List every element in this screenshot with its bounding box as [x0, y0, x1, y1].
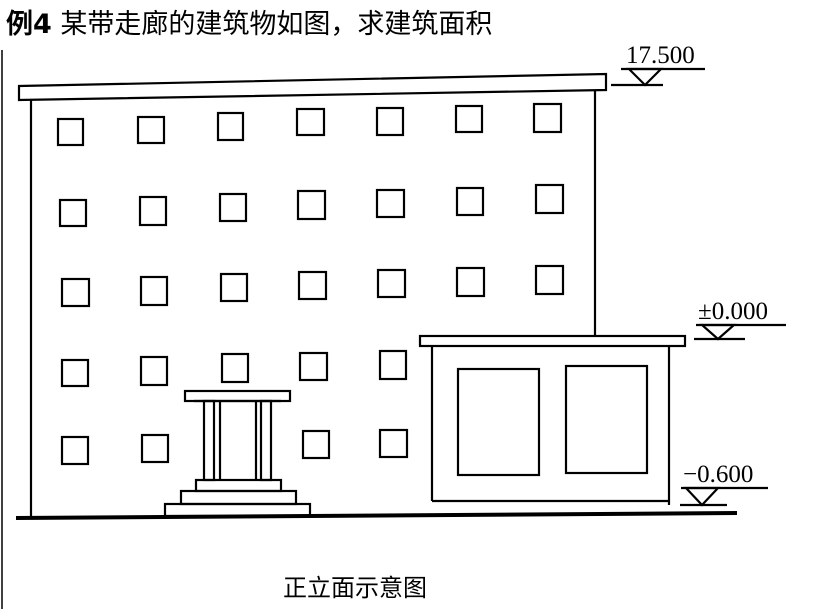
canopy: [183, 389, 292, 403]
column-right: [259, 399, 273, 482]
corridor-annex: [418, 334, 687, 505]
level-marker-top: [611, 67, 705, 87]
window: [378, 428, 409, 459]
annex-roof: [418, 334, 687, 348]
window: [216, 111, 245, 142]
window: [297, 270, 328, 301]
window: [378, 349, 408, 381]
ground-line: [15, 511, 738, 520]
window: [375, 106, 405, 137]
window: [139, 275, 169, 307]
example-label: 例4: [6, 9, 52, 40]
window: [60, 358, 90, 388]
window: [298, 351, 329, 382]
main-building-outline: [29, 90, 597, 518]
annex-window: [456, 367, 541, 477]
window: [138, 195, 168, 227]
window: [140, 433, 170, 464]
window: [220, 352, 250, 384]
window: [136, 115, 166, 145]
window-grid: [56, 102, 565, 466]
level-marker-ground: [680, 486, 768, 507]
window: [219, 272, 249, 303]
window: [534, 264, 565, 296]
window: [455, 266, 486, 298]
page-title: 例4 某带走廊的建筑物如图，求建筑面积: [6, 2, 492, 41]
diagram-caption: 正立面示意图: [283, 574, 427, 602]
window: [534, 183, 565, 215]
level-marker-floor: [694, 323, 786, 341]
step: [179, 489, 298, 506]
window: [139, 355, 169, 387]
entrance: [163, 389, 312, 518]
window: [376, 268, 407, 299]
level-label-ground: −0.600: [683, 461, 753, 488]
window: [60, 435, 90, 466]
window: [218, 192, 248, 223]
annex-window: [564, 364, 649, 475]
level-label-floor: ±0.000: [698, 298, 768, 325]
window: [375, 188, 406, 219]
level-label-top: 17.500: [626, 42, 695, 69]
window: [301, 429, 331, 460]
window: [60, 277, 91, 308]
window: [454, 104, 484, 134]
window: [56, 117, 85, 147]
window: [532, 102, 563, 134]
window: [295, 107, 326, 137]
window: [58, 198, 88, 228]
step: [194, 478, 283, 493]
title-text: 某带走廊的建筑物如图，求建筑面积: [60, 9, 493, 40]
window: [455, 186, 485, 217]
window: [296, 189, 327, 221]
roof-slab: [17, 72, 608, 102]
column-left: [202, 399, 216, 482]
